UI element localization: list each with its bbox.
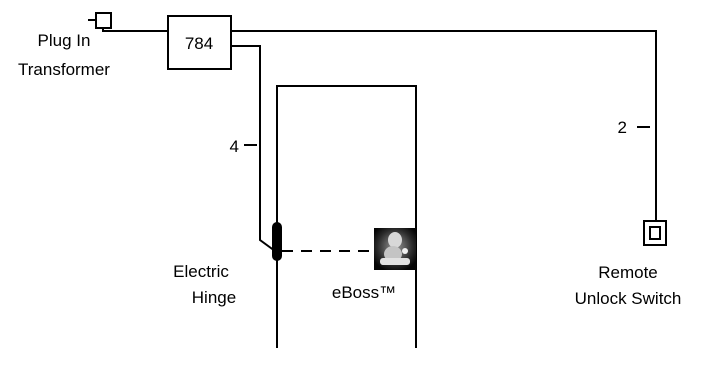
power-supply-label: 784 [185,34,213,53]
transformer-label-line1: Plug In [38,31,91,50]
switch-label-line2: Unlock Switch [575,289,682,308]
door-frame [276,85,417,348]
electric-hinge [272,222,282,261]
transformer-label-line2: Transformer [18,60,110,79]
switch-label-line1: Remote [598,263,658,282]
switch-conductor-count: 2 [618,118,627,137]
hinge-wire [231,45,276,252]
lock-label: eBoss™ [332,283,396,302]
hinge-label-line1: Electric [173,262,229,281]
hinge-conductor-count: 4 [230,137,239,156]
transformer-wire [102,28,168,32]
switch-wire [231,30,657,221]
plug-in-transformer-icon [88,12,112,29]
eboss-lock-icon [374,228,416,270]
remote-switch-icon [643,220,667,246]
power-supply-box [167,15,232,70]
hinge-label-line2: Hinge [192,288,236,307]
